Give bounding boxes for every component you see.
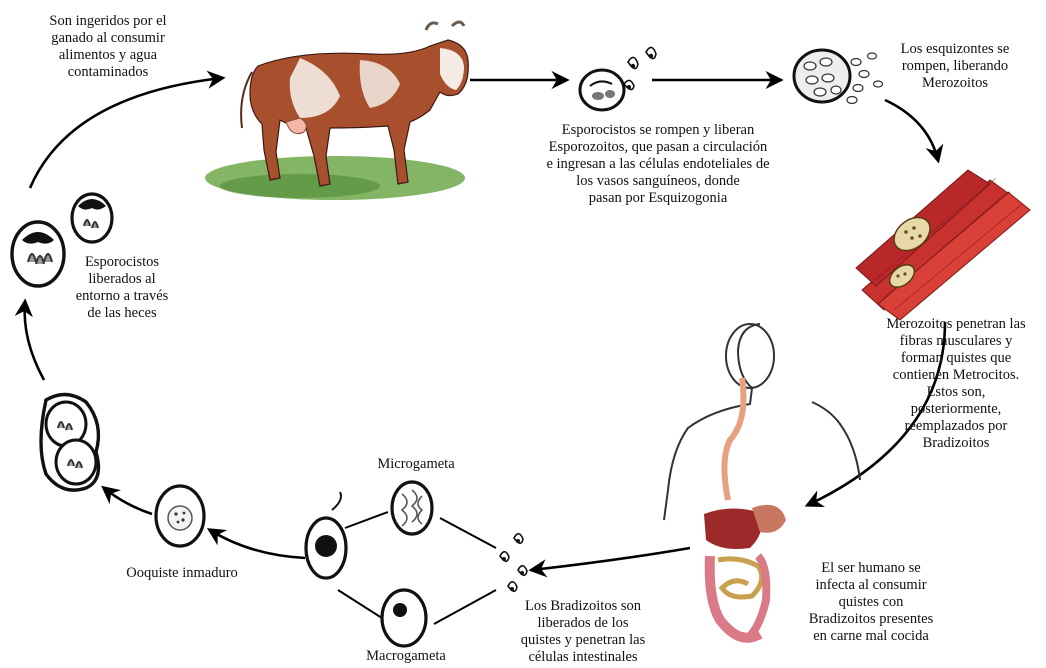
label-sporocysts-feces: Esporocistos liberados al entorno a trav… <box>52 254 192 322</box>
label-line: Son ingeridos por el <box>28 13 188 30</box>
label-line: quistes y penetran las <box>498 632 668 649</box>
cow-illustration <box>205 22 468 200</box>
sporocyst-rupture-illustration <box>580 47 656 110</box>
label-line: infecta al consumir <box>788 577 954 594</box>
label-line: Esporozoitos, que pasan a circulación <box>508 139 808 156</box>
label-line: en carne mal cocida <box>788 628 954 645</box>
label-macrogamete: Macrogameta <box>346 648 466 665</box>
label-line: El ser humano se <box>788 560 954 577</box>
label-line: forman quistes que <box>868 350 1044 367</box>
mature-oocyst-cell <box>41 394 98 490</box>
label-microgamete: Microgameta <box>356 456 476 473</box>
label-line: liberados al <box>52 271 192 288</box>
arrow-human-to-bradyzoites <box>532 548 690 570</box>
label-line: fibras musculares y <box>868 333 1044 350</box>
label-line: rompen, liberando <box>880 58 1030 75</box>
label-line: contaminados <box>28 64 188 81</box>
immature-oocyst-cell <box>156 486 204 546</box>
muscle-fibers-illustration <box>856 170 1030 320</box>
label-line: Esporocistos se rompen y liberan <box>508 122 808 139</box>
label-line: Macrogameta <box>346 648 466 665</box>
label-line: alimentos y agua <box>28 47 188 64</box>
label-line: Bradizoitos presentes <box>788 611 954 628</box>
arrow-gametes-to-oocyst <box>210 530 305 558</box>
arrow-mature-to-sporocysts <box>25 302 44 380</box>
label-line: Esporocistos <box>52 254 192 271</box>
label-line: Microgameta <box>356 456 476 473</box>
label-line: Merozoitos penetran las <box>868 316 1044 333</box>
arrow-feces-to-cattle <box>30 78 222 188</box>
arrow-oocyst-to-mature <box>104 488 152 514</box>
label-line: Los Bradizoitos son <box>498 598 668 615</box>
label-sporocysts-rupture: Esporocistos se rompen y liberan Esporoz… <box>508 122 808 207</box>
schizont-illustration <box>794 50 883 104</box>
macrogamete-cell <box>382 590 426 646</box>
label-merozoites-muscle: Merozoitos penetran las fibras musculare… <box>868 316 1044 452</box>
label-schizonts: Los esquizontes se rompen, liberando Mer… <box>880 41 1030 92</box>
label-line: liberados de los <box>498 615 668 632</box>
arrow-schizont-to-muscle <box>885 100 938 160</box>
label-line: e ingresan a las células endoteliales de <box>508 156 808 173</box>
label-line: Merozoitos <box>880 75 1030 92</box>
label-line: contienen Metrocitos. <box>868 367 1044 384</box>
label-line: células intestinales <box>498 649 668 666</box>
label-line: Ooquiste inmaduro <box>104 565 260 582</box>
label-line: Bradizoitos <box>868 435 1044 452</box>
label-immature-oocyst: Ooquiste inmaduro <box>104 565 260 582</box>
label-line: pasan por Esquizogonia <box>508 190 808 207</box>
label-line: Los esquizontes se <box>880 41 1030 58</box>
microgamete-cell <box>392 482 432 534</box>
label-cattle-ingestion: Son ingeridos por el ganado al consumir … <box>28 13 188 81</box>
label-bradyzoites-released: Los Bradizoitos son liberados de los qui… <box>498 598 668 666</box>
label-human-infection: El ser humano se infecta al consumir qui… <box>788 560 954 645</box>
label-line: ganado al consumir <box>28 30 188 47</box>
label-line: entorno a través <box>52 288 192 305</box>
bradyzoites-illustration <box>500 534 527 592</box>
zygote-cell <box>306 492 346 578</box>
label-line: reemplazados por <box>868 418 1044 435</box>
label-line: los vasos sanguíneos, donde <box>508 173 808 190</box>
label-line: quistes con <box>788 594 954 611</box>
label-line: Estos son, <box>868 384 1044 401</box>
label-line: posteriormente, <box>868 401 1044 418</box>
label-line: de las heces <box>52 305 192 322</box>
